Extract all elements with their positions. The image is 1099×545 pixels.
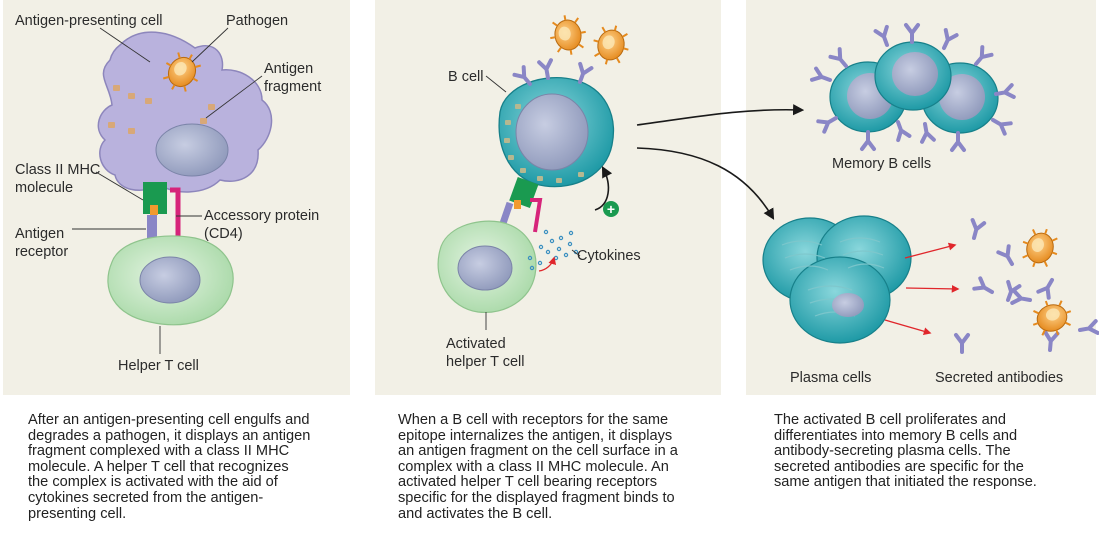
secretion-arrows: [884, 242, 960, 336]
label-helper-t: Helper T cell: [118, 358, 199, 374]
caption-line: antibody-secreting plasma cells. The: [774, 443, 1011, 460]
caption-line: fragment complexed with a class II MHC: [28, 443, 290, 460]
b-cell: [498, 77, 614, 188]
label-activated-t-1: Activated: [446, 336, 506, 352]
caption-line: and activates the B cell.: [398, 505, 553, 522]
caption-line: degrades a pathogen, it displays an anti…: [28, 427, 311, 444]
caption-line: the complex is activated with the aid of: [28, 474, 278, 491]
caption-line: secreted antibodies are specific for the: [774, 458, 1024, 475]
class2-mhc-molecule: [143, 182, 167, 215]
caption-line: After an antigen-presenting cell engulfs…: [28, 412, 310, 428]
label-cytokines: Cytokines: [577, 248, 641, 264]
caption-line: an antigen fragment on the cell surface …: [398, 443, 678, 460]
pathogen-icon: [587, 20, 635, 70]
cytokine-dots: [527, 229, 579, 271]
activated-helper-t-cell: [437, 220, 537, 313]
label-antigen-fragment-2: fragment: [264, 79, 321, 95]
caption-panel1: After an antigen-presenting cell engulfs…: [28, 412, 311, 522]
caption-panel2: When a B cell with receptors for the sam…: [398, 412, 678, 522]
label-accessory-2: (CD4): [204, 226, 243, 242]
caption-line: When a B cell with receptors for the sam…: [398, 412, 669, 428]
label-plasma-cells: Plasma cells: [790, 370, 871, 386]
svg-text:+: +: [607, 201, 615, 217]
label-class2-mhc-1: Class II MHC: [15, 162, 100, 178]
label-accessory-1: Accessory protein: [204, 208, 319, 224]
arrow-to-memory: [636, 104, 805, 126]
helper-t-cell: [107, 235, 234, 326]
caption-line: same antigen that initiated the response…: [774, 474, 1037, 491]
label-antigen-receptor-1: Antigen: [15, 226, 64, 242]
cytokine-arrow: [538, 256, 557, 272]
pathogen-icon: [545, 11, 591, 59]
caption-line: activated helper T cell bearing receptor…: [398, 474, 658, 491]
caption-line: presenting cell.: [28, 505, 127, 522]
caption-line: molecule. A helper T cell that recognize…: [28, 458, 289, 475]
label-class2-mhc-2: molecule: [15, 180, 73, 196]
label-b-cell: B cell: [448, 69, 483, 85]
activation-arrow: [594, 166, 613, 211]
antigen-presenting-cell: [97, 31, 273, 193]
plus-icon: +: [603, 201, 619, 217]
cd4-accessory-protein: [530, 198, 543, 233]
caption-line: differentiates into memory B cells and: [774, 427, 1018, 444]
caption-line: epitope internalizes the antigen, it dis…: [398, 427, 673, 444]
label-memory-b-cells: Memory B cells: [832, 156, 931, 172]
label-apc: Antigen-presenting cell: [15, 13, 163, 29]
memory-b-cells: [829, 41, 999, 134]
label-secreted-antibodies: Secreted antibodies: [935, 370, 1063, 386]
antigen-receptor: [147, 215, 157, 243]
plasma-cells: [762, 215, 912, 344]
label-antigen-fragment-1: Antigen: [264, 61, 313, 77]
pathogen-icon: [1015, 222, 1065, 274]
label-antigen-receptor-2: receptor: [15, 244, 68, 260]
pathogen-icon: [1026, 293, 1078, 343]
caption-line: specific for the displayed fragment bind…: [398, 489, 675, 506]
caption-panel3: The activated B cell proliferates and di…: [774, 412, 1037, 491]
label-pathogen: Pathogen: [226, 13, 288, 29]
caption-line: complex with a class II MHC molecule. An: [398, 458, 669, 475]
label-activated-t-2: helper T cell: [446, 354, 524, 370]
caption-line: The activated B cell proliferates and: [774, 412, 1007, 428]
arrow-to-plasma: [636, 147, 775, 220]
caption-line: cytokines secreted from the antigen-: [28, 489, 264, 506]
secreted-antibodies: [954, 218, 1099, 354]
